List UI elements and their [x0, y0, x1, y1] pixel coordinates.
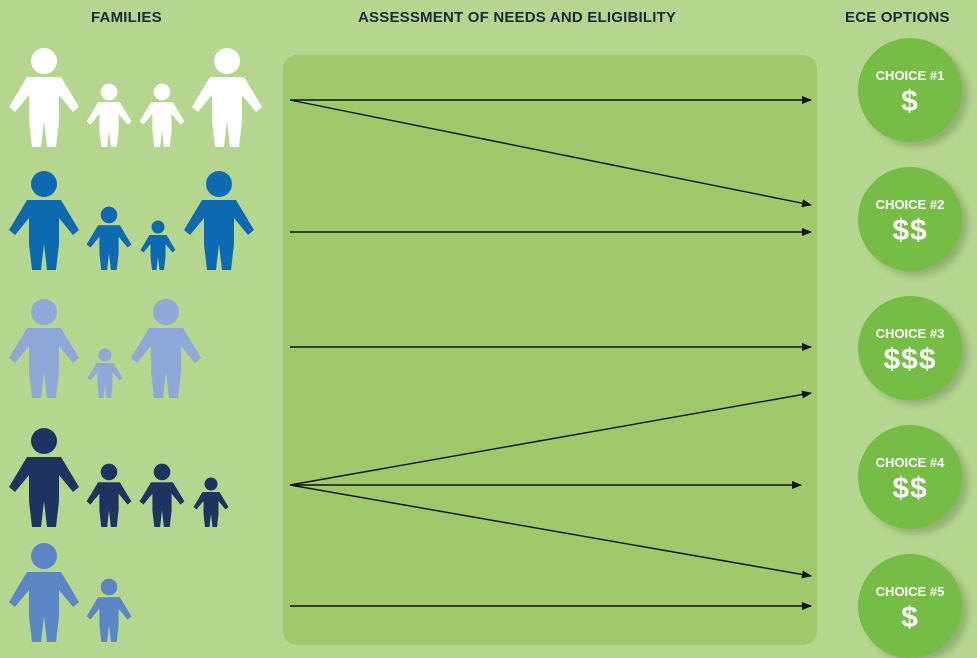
adult-person-icon: [9, 428, 79, 527]
small-child-person-icon: [87, 348, 123, 398]
choice-3-price: $$$: [883, 343, 937, 376]
choice-5-circle: CHOICE #5 $: [858, 554, 962, 658]
child-person-icon: [86, 463, 132, 527]
ece-options-header: ECE OPTIONS: [845, 9, 950, 26]
small-child-person-icon: [193, 477, 229, 527]
choice-2-price: $$: [892, 214, 928, 247]
choice-3-label: CHOICE #3: [875, 326, 945, 341]
choice-4-label: CHOICE #4: [875, 455, 945, 470]
adult-person-icon: [192, 48, 262, 147]
choice-1-label: CHOICE #1: [875, 68, 945, 83]
adult-person-icon: [9, 543, 79, 642]
child-person-icon: [86, 578, 132, 642]
family-3-icons: [9, 299, 201, 398]
small-child-person-icon: [140, 220, 176, 270]
family-5-group: [0, 540, 270, 650]
assessment-panel: [283, 55, 817, 645]
child-person-icon: [86, 83, 132, 147]
choice-3-circle: CHOICE #3 $$$: [858, 296, 962, 400]
child-person-icon: [86, 206, 132, 270]
arrow-family-4-to-choice-3: [289, 390, 812, 486]
choice-2-circle: CHOICE #2 $$: [858, 167, 962, 271]
child-person-icon: [139, 83, 185, 147]
family-4-icons: [9, 428, 229, 527]
choice-4-circle: CHOICE #4 $$: [858, 425, 962, 529]
family-3-group: [0, 296, 270, 406]
adult-person-icon: [9, 299, 79, 398]
arrow-family-1-to-choice-2: [289, 99, 812, 208]
choice-4-price: $$: [892, 472, 928, 505]
family-2-icons: [9, 171, 254, 270]
assessment-header: ASSESSMENT OF NEEDS AND ELIGIBILITY: [358, 9, 677, 26]
family-1-group: [0, 45, 270, 155]
arrow-family-4-to-choice-5: [289, 484, 812, 579]
families-header: FAMILIES: [91, 9, 162, 26]
choice-5-label: CHOICE #5: [875, 584, 945, 599]
child-person-icon: [139, 463, 185, 527]
adult-person-icon: [131, 299, 201, 398]
family-5-icons: [9, 543, 132, 642]
family-4-group: [0, 425, 270, 535]
adult-person-icon: [9, 171, 79, 270]
choice-1-circle: CHOICE #1 $: [858, 38, 962, 142]
choice-1-price: $: [901, 85, 919, 118]
family-2-group: [0, 168, 270, 278]
adult-person-icon: [9, 48, 79, 147]
choice-5-price: $: [901, 601, 919, 634]
family-1-icons: [9, 48, 262, 147]
adult-person-icon: [184, 171, 254, 270]
choice-2-label: CHOICE #2: [875, 197, 945, 212]
